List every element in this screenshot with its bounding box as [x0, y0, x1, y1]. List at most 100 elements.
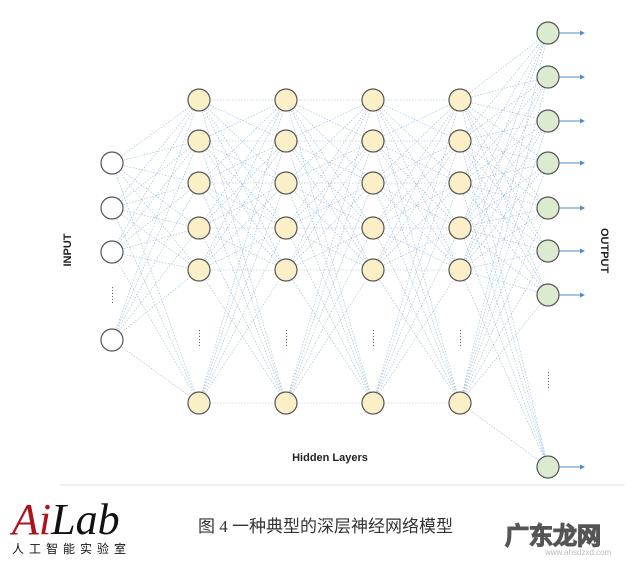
edge [198, 99, 287, 142]
edge [111, 140, 200, 253]
hidden-node [448, 258, 472, 282]
edge [459, 162, 549, 404]
edge [372, 99, 461, 271]
hidden-layers-label: Hidden Layers [292, 452, 368, 464]
edge [111, 140, 200, 341]
edge [459, 76, 549, 142]
edge [198, 99, 287, 271]
edge [372, 269, 461, 404]
edge [285, 182, 374, 271]
edge [459, 207, 549, 404]
input-node [100, 240, 124, 264]
edge [459, 162, 549, 184]
edge [459, 250, 549, 404]
edge [459, 162, 549, 229]
hidden-node [361, 129, 385, 153]
edge [459, 99, 549, 252]
edge [372, 140, 461, 229]
hidden-node [448, 88, 472, 112]
edge [198, 140, 287, 229]
hidden-node [448, 391, 472, 415]
edge [285, 140, 374, 271]
edge [459, 207, 549, 271]
arrow-head-icon [580, 74, 585, 80]
edge [111, 339, 200, 404]
edge [198, 140, 287, 271]
edge [285, 99, 374, 271]
edge [198, 99, 287, 229]
edge [198, 227, 287, 404]
output-node [536, 455, 560, 479]
hidden-node [187, 129, 211, 153]
edge [459, 32, 549, 184]
input-node [100, 328, 124, 352]
ellipsis: …… [110, 286, 120, 304]
arrow-head-icon [580, 292, 585, 298]
edge [198, 99, 287, 229]
output-node [536, 239, 560, 263]
edge [285, 99, 374, 142]
edge [372, 182, 461, 229]
hidden-node [361, 171, 385, 195]
edge [459, 99, 549, 209]
watermark: 广东龙网 [504, 521, 601, 550]
edge [285, 140, 374, 229]
logo-subtitle: 人工智能实验室 [12, 542, 132, 556]
edge [372, 182, 461, 404]
edge [198, 140, 287, 229]
edge [459, 140, 549, 468]
edge [285, 227, 374, 404]
arrow-head-icon [580, 464, 585, 470]
edge [459, 120, 549, 271]
hidden-node [187, 88, 211, 112]
edge [459, 76, 549, 271]
edge [459, 120, 549, 229]
edge [285, 140, 374, 229]
hidden-node [274, 171, 298, 195]
edge [111, 99, 200, 209]
edge [372, 140, 461, 271]
output-node [536, 196, 560, 220]
arrow-head-icon [580, 205, 585, 211]
ellipsis: …… [197, 329, 207, 347]
edge [111, 99, 200, 341]
edge [285, 99, 374, 229]
edge [459, 32, 549, 142]
input-label: INPUT [62, 233, 74, 267]
figure-caption: 图 4 一种典型的深层神经网络模型 [198, 517, 453, 536]
output-node [536, 283, 560, 307]
edge [198, 99, 287, 271]
edge [285, 227, 374, 404]
edge [459, 76, 549, 229]
edge [198, 182, 287, 271]
edge [111, 207, 200, 404]
edge [111, 182, 200, 253]
input-node [100, 196, 124, 220]
edge [372, 99, 461, 142]
edge [198, 227, 287, 404]
edge [198, 182, 287, 229]
edge [459, 250, 549, 271]
edge [372, 99, 461, 229]
edge [111, 99, 200, 253]
watermark-url: www.ahsdzxd.com [545, 548, 612, 557]
edge [459, 182, 549, 468]
hidden-node [187, 391, 211, 415]
logo-ai: Ai [12, 495, 52, 544]
edge [198, 99, 287, 184]
edge [459, 269, 549, 296]
hidden-node [361, 88, 385, 112]
edge [198, 182, 287, 404]
edge [459, 120, 549, 142]
edge [459, 32, 549, 229]
edge [285, 99, 374, 184]
edge [111, 227, 200, 341]
edge [285, 99, 374, 229]
edge [459, 76, 549, 184]
edge [459, 140, 549, 252]
edge [372, 99, 461, 184]
output-node [536, 65, 560, 89]
edge [285, 227, 374, 271]
hidden-node [187, 171, 211, 195]
